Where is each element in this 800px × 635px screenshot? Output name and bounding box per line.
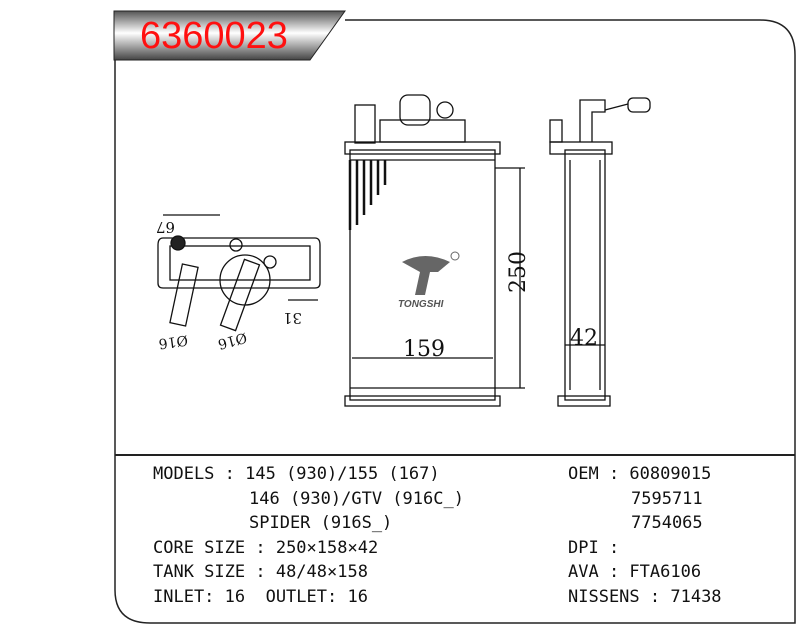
spec-label: TANK SIZE : xyxy=(153,562,276,582)
spec-row: 7754065 xyxy=(568,511,722,536)
spec-row: CORE SIZE : 250×158×42 xyxy=(153,536,464,561)
spec-row: AVA : FTA6106 xyxy=(568,560,722,585)
spec-value: 71438 xyxy=(670,586,722,607)
spec-value: 60809015 xyxy=(629,464,712,484)
spec-label: INLET: 16 OUTLET: 16 xyxy=(153,586,368,607)
specs-left: MODELS : 145 (930)/155 (167) 146 (930)/G… xyxy=(153,462,464,609)
spec-label: MODELS : xyxy=(153,464,246,484)
side-view-drawing xyxy=(549,97,651,407)
spec-value: 7754065 xyxy=(631,513,703,533)
spec-value: 7595711 xyxy=(631,488,703,509)
title-tab xyxy=(113,10,346,61)
spec-row: MODELS : 145 (930)/155 (167) xyxy=(153,462,464,487)
spec-row: SPIDER (916S_) xyxy=(153,511,464,536)
inlet-diameter: Ø16 xyxy=(157,331,188,351)
spec-label: NISSENS : xyxy=(568,586,671,607)
spec-value: 145 (930)/155 (167) xyxy=(245,464,440,484)
spec-value: 48/48×158 xyxy=(275,562,368,582)
spec-value: SPIDER (916S_) xyxy=(249,513,393,533)
width-dimension: 159 xyxy=(403,337,445,362)
spec-value: FTA6106 xyxy=(629,562,702,582)
outlet-diameter: Ø16 xyxy=(216,329,249,352)
spec-label: AVA : xyxy=(568,562,630,582)
specs-right: OEM : 60809015 7595711 7754065 DPI : AVA… xyxy=(568,462,722,609)
depth-dimension: 42 xyxy=(570,326,598,351)
height-dimension: 250 xyxy=(506,251,531,293)
spec-label: OEM : xyxy=(568,464,630,484)
spec-label: DPI : xyxy=(568,537,630,558)
spec-row: INLET: 16 OUTLET: 16 xyxy=(153,585,464,610)
svg-text:TONGSHI: TONGSHI xyxy=(398,299,444,310)
spec-value: 250×158×42 xyxy=(275,537,379,558)
spec-row: 7595711 xyxy=(568,487,722,512)
spec-row: NISSENS : 71438 xyxy=(568,585,722,610)
pipe-spacing-dimension: 67 xyxy=(156,218,175,236)
spec-row: OEM : 60809015 xyxy=(568,462,722,487)
dimension-labels: 250 159 42 67 31 Ø16 Ø16 xyxy=(156,218,598,362)
spec-value: 146 (930)/GTV (916C_) xyxy=(249,488,464,509)
spec-label: CORE SIZE : xyxy=(153,537,276,558)
offset-dimension: 31 xyxy=(283,309,302,327)
part-number: 6360023 xyxy=(140,15,288,57)
tongshi-logo: TONGSHI xyxy=(398,251,460,310)
spec-row: TANK SIZE : 48/48×158 xyxy=(153,560,464,585)
top-view-drawing xyxy=(157,214,321,332)
spec-row: 146 (930)/GTV (916C_) xyxy=(153,487,464,512)
spec-row: DPI : xyxy=(568,536,722,561)
